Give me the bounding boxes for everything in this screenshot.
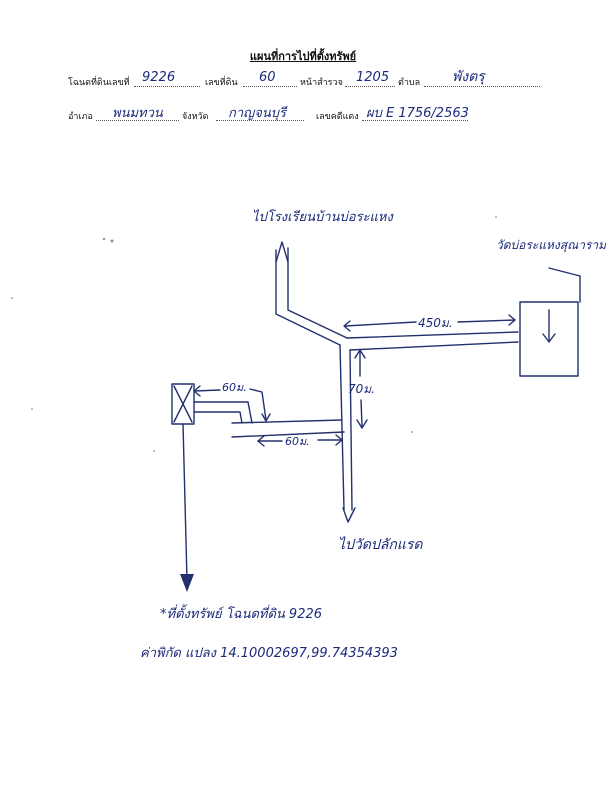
stray-mark [11,297,13,299]
coordinates-note: ค่าพิกัด แปลง 14.10002697,99.74354393 [140,646,398,661]
district-value: พนมทวน [112,106,163,121]
land-number-underline [243,86,297,87]
dimension-60-bottom-line [257,439,343,442]
case-number-value: ผบ E 1756/2563 [366,106,469,121]
stray-mark [495,216,497,218]
province-label: จังหวัด [182,112,209,122]
land-number-value: 60 [259,70,276,85]
temple-label: วัดบ่อระแหงสุณาราม [496,238,606,252]
district-label: อำเภอ [68,112,93,122]
north-road-right-edge [287,247,348,339]
province-value: กาญจนบุรี [228,106,286,121]
survey-page-label: หน้าสำรวจ [300,78,343,88]
dimension-60-top-end-tick [261,413,271,422]
temple-label-leader [548,267,581,303]
subdistrict-underline [424,86,540,87]
distance-450-label: 450ม. [418,316,453,330]
south-road-arrow [342,507,356,523]
temple-road-bottom-edge [349,341,519,351]
district-underline [96,120,179,121]
dimension-60-bottom-tick [257,435,265,447]
subdistrict-label: ตำบล [398,78,421,88]
case-number-label: เลขคดีแดง [316,112,359,122]
temple-box [519,301,579,377]
subdistrict-value: พังตรุ [452,69,485,85]
spur-road-bottom-edge [193,411,243,424]
stray-mark [110,239,114,243]
temple-road-top-edge [346,331,519,339]
distance-60-top-label: 60ม. [222,381,247,394]
main-road-left-edge [339,344,345,511]
stray-mark [31,408,33,410]
south-road-label: ไปวัดปลักแรด [338,537,423,553]
survey-page-value: 1205 [356,70,390,85]
dimension-70-line [359,351,363,427]
land-number-label: เลขที่ดิน [205,78,238,88]
spur-road-top-edge [193,401,253,424]
north-road-arrow [275,241,289,263]
dimension-450-left-tick [343,320,351,332]
province-underline [216,120,304,121]
dimension-70-bottom-tick [356,419,368,429]
property-pointer-arrowhead [180,574,194,592]
deed-number-value: 9226 [142,70,176,85]
stray-mark [411,431,413,433]
dimension-60-top-line [193,388,267,421]
property-plot-cross [173,385,193,423]
dimension-60-bottom-end-tick [335,434,343,446]
deed-number-label: โฉนดที่ดินเลขที่ [68,78,130,88]
case-number-underline [362,120,468,121]
property-pointer-line [182,423,188,581]
property-location-note: *ที่ตั้งทรัพย์ โฉนดที่ดิน 9226 [160,607,323,622]
survey-page-underline [345,86,395,87]
stray-mark [153,450,155,452]
dimension-450-right-tick [508,314,516,326]
temple-arrow-head [542,333,556,343]
distance-70-label: 70ม. [348,382,375,396]
north-road-left-edge [275,249,341,346]
document-title: แผนที่การไปที่ตั้งทรัพย์ [249,50,357,63]
dimension-70-top-tick [354,349,366,359]
main-road-right-edge [349,349,353,511]
distance-60-bottom-label: 60ม. [285,435,310,448]
dimension-450-line [344,319,516,327]
side-road-top-edge [231,419,343,424]
deed-number-underline [134,86,200,87]
side-road-bottom-edge [231,431,345,438]
stray-mark [102,237,106,241]
north-road-label: ไปโรงเรียนบ้านบ่อระแหง [252,210,393,225]
